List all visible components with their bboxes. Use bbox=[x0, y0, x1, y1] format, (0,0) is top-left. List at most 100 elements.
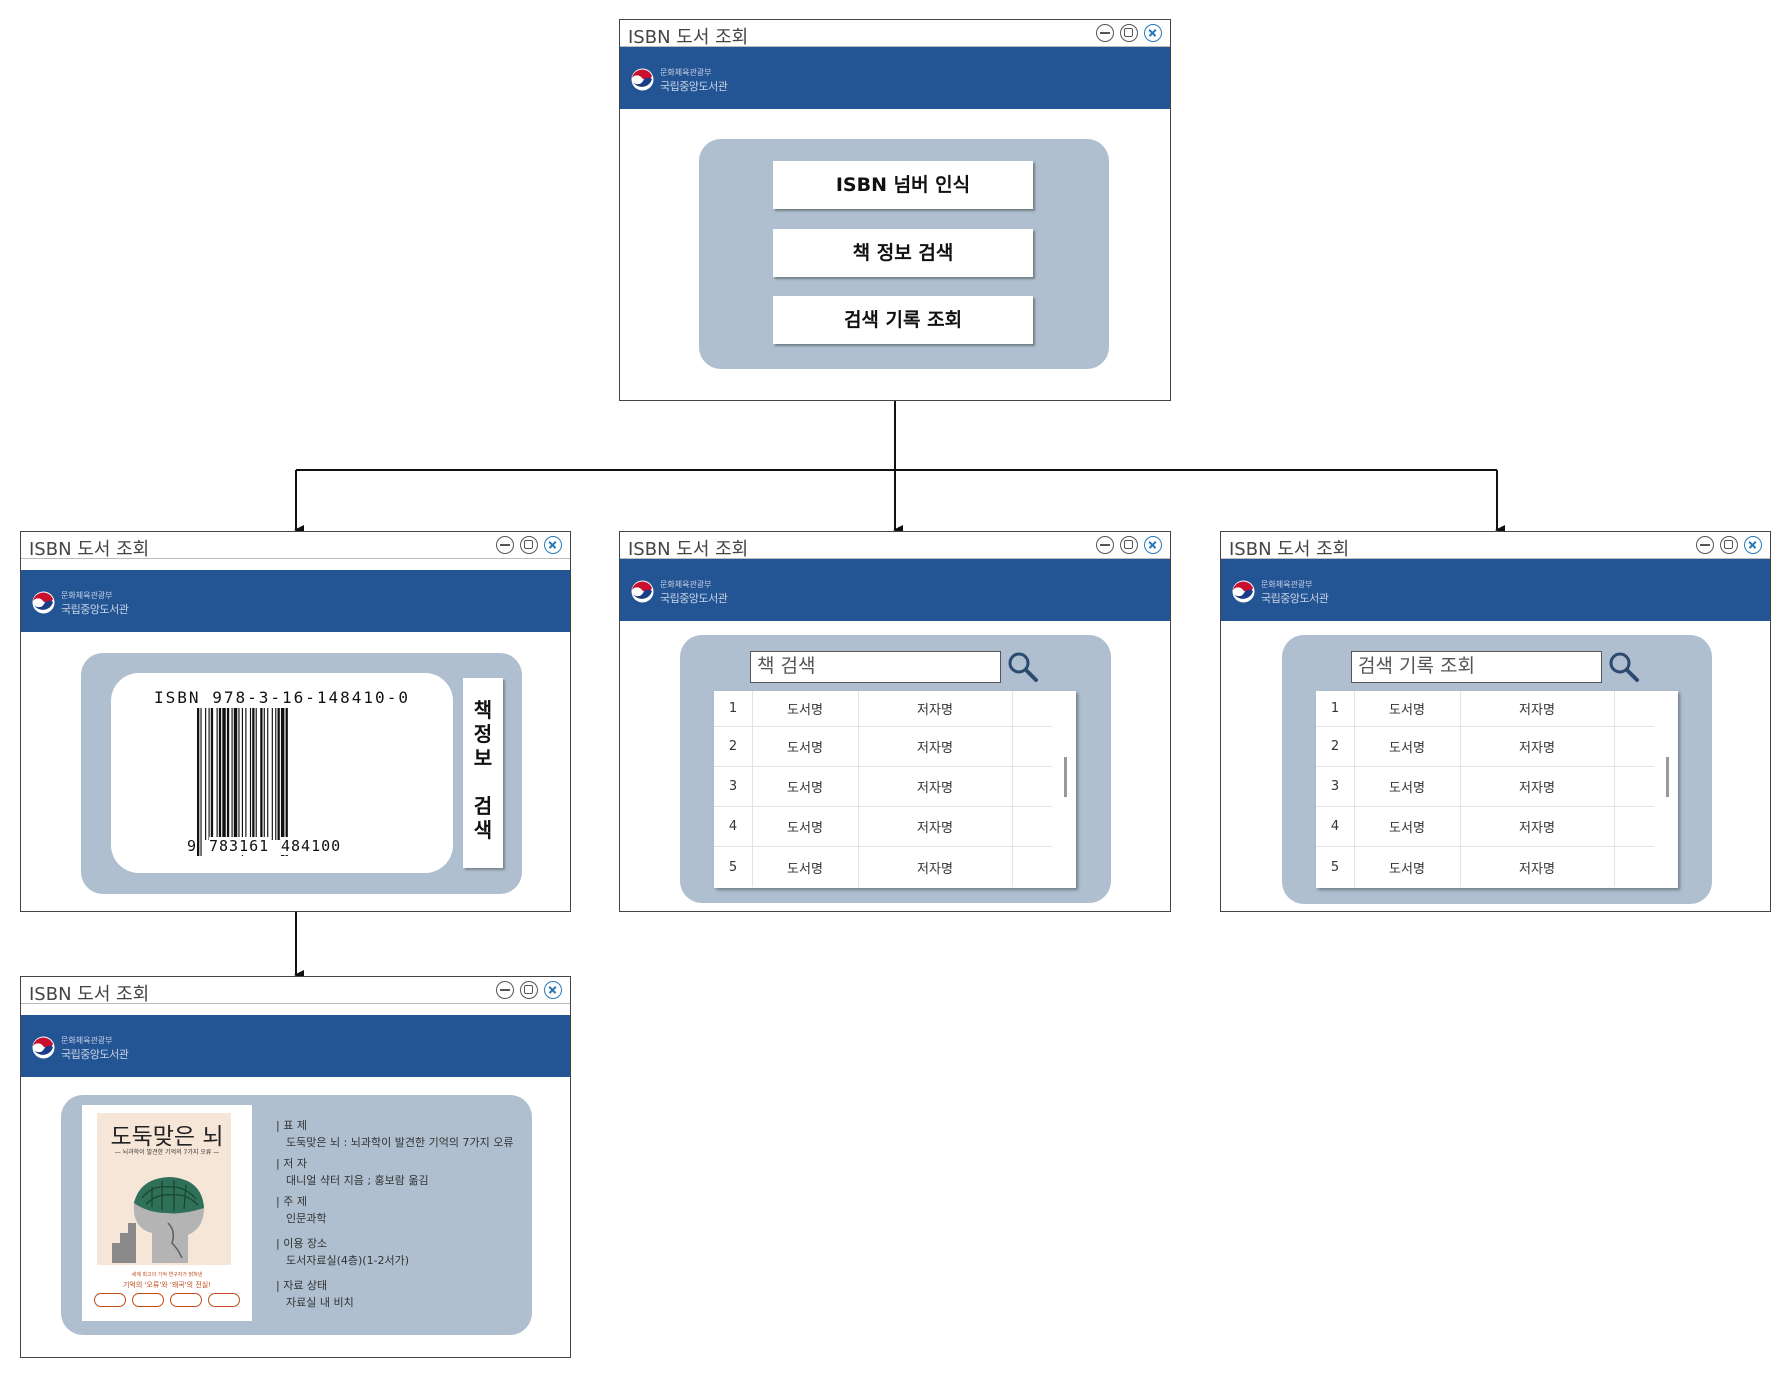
close-icon[interactable] bbox=[544, 536, 562, 554]
row-number: 3 bbox=[714, 767, 753, 806]
barcode-stripe bbox=[245, 708, 247, 840]
book-title-cell: 도서명 bbox=[1354, 807, 1461, 846]
field-label-subject: | 주 제 bbox=[276, 1195, 307, 1208]
button-char: 보 bbox=[473, 746, 493, 770]
header-banner: 문화체육관광부 국립중앙도서관 bbox=[21, 1015, 570, 1077]
window-title: ISBN 도서 조회 bbox=[1229, 539, 1350, 560]
maximize-icon[interactable] bbox=[1120, 536, 1138, 554]
book-search-button[interactable]: 책 정보 검색 bbox=[773, 229, 1033, 277]
title-bar: ISBN 도서 조회 bbox=[21, 532, 570, 560]
book-search-input[interactable]: 책 검색 bbox=[750, 651, 1001, 683]
scrollbar-thumb[interactable] bbox=[1064, 757, 1067, 797]
table-row[interactable]: 2 도서명 저자명 bbox=[1316, 727, 1654, 767]
header-banner: 문화체육관광부 국립중앙도서관 bbox=[620, 47, 1170, 109]
logo-library-text: 국립중앙도서관 bbox=[61, 1048, 129, 1061]
book-title-cell: 도서명 bbox=[752, 727, 859, 766]
button-char: 검 bbox=[473, 794, 493, 818]
barcode-stripe bbox=[218, 708, 222, 840]
minimize-icon[interactable] bbox=[496, 981, 514, 999]
barcode-stripe bbox=[205, 708, 207, 840]
search-icon[interactable] bbox=[1007, 651, 1039, 683]
barcode-stripe bbox=[277, 708, 280, 840]
taegeuk-logo-icon bbox=[32, 591, 55, 614]
barcode-stripe bbox=[267, 708, 269, 840]
barcode-stripe bbox=[263, 708, 265, 840]
row-number: 4 bbox=[714, 807, 753, 846]
table-row[interactable]: 4 도서명 저자명 bbox=[1316, 807, 1654, 847]
logo-ministry-text: 문화체육관광부 bbox=[660, 580, 712, 589]
field-value-location: 도서자료실(4층)(1-2서가) bbox=[286, 1254, 410, 1267]
close-icon[interactable] bbox=[1144, 536, 1162, 554]
table-row[interactable]: 3 도서명 저자명 bbox=[1316, 767, 1654, 807]
history-search-input[interactable]: 검색 기록 조회 bbox=[1351, 651, 1602, 683]
table-row[interactable]: 5 도서명 저자명 bbox=[714, 847, 1052, 887]
table-row[interactable]: 1 도서명 저자명 bbox=[1316, 691, 1654, 727]
minimize-icon[interactable] bbox=[1696, 536, 1714, 554]
button-char: 색 bbox=[473, 818, 493, 842]
table-row[interactable]: 4 도서명 저자명 bbox=[714, 807, 1052, 847]
barcode-stripe bbox=[280, 708, 285, 856]
book-detail-window: ISBN 도서 조회 문화체육관광부 국립중앙도서관 도둑맞은 뇌 — 뇌과학이… bbox=[20, 976, 571, 1358]
logo-library-text: 국립중앙도서관 bbox=[1261, 592, 1329, 605]
close-icon[interactable] bbox=[1744, 536, 1762, 554]
barcode-stripe bbox=[216, 708, 218, 840]
field-value-author: 대니얼 샥터 지음 ; 홍보람 옮김 bbox=[286, 1174, 429, 1187]
minimize-icon[interactable] bbox=[1096, 536, 1114, 554]
title-bar: ISBN 도서 조회 bbox=[620, 20, 1170, 48]
book-title-cell: 도서명 bbox=[1354, 767, 1461, 806]
title-bar: ISBN 도서 조회 bbox=[1221, 532, 1770, 560]
header-banner: 문화체육관광부 국립중앙도서관 bbox=[620, 559, 1170, 621]
close-icon[interactable] bbox=[544, 981, 562, 999]
barcode-stripe bbox=[255, 708, 257, 840]
barcode-digits-group2: 484100 bbox=[281, 837, 342, 855]
close-icon[interactable] bbox=[1144, 24, 1162, 42]
maximize-icon[interactable] bbox=[1120, 24, 1138, 42]
table-row[interactable]: 3 도서명 저자명 bbox=[714, 767, 1052, 807]
button-char: 책 bbox=[473, 698, 493, 722]
maximize-icon[interactable] bbox=[520, 981, 538, 999]
table-row[interactable]: 5 도서명 저자명 bbox=[1316, 847, 1654, 887]
field-value-title: 도둑맞은 뇌 : 뇌과학이 발견한 기억의 7가지 오류 bbox=[286, 1136, 514, 1149]
menu-panel: ISBN 넘버 인식 책 정보 검색 검색 기록 조회 bbox=[699, 139, 1109, 369]
library-logo: 문화체육관광부 국립중앙도서관 bbox=[630, 65, 740, 95]
minimize-icon[interactable] bbox=[496, 536, 514, 554]
book-title-cell: 도서명 bbox=[1354, 691, 1461, 726]
field-label-title: | 표 제 bbox=[276, 1119, 307, 1132]
barcode-digit-lead: 9 bbox=[187, 837, 197, 855]
barcode-window: ISBN 도서 조회 문화체육관광부 국립중앙도서관 ISBN 978-3-16… bbox=[20, 531, 571, 912]
scrollbar-thumb[interactable] bbox=[1666, 757, 1669, 797]
barcode-stripe bbox=[222, 708, 226, 840]
table-row[interactable]: 2 도서명 저자명 bbox=[714, 727, 1052, 767]
row-number: 5 bbox=[1316, 847, 1355, 887]
logo-library-text: 국립중앙도서관 bbox=[660, 80, 728, 93]
author-cell: 저자명 bbox=[858, 807, 1013, 846]
barcode-stripe bbox=[226, 708, 230, 840]
search-icon[interactable] bbox=[1608, 651, 1640, 683]
author-cell: 저자명 bbox=[858, 847, 1013, 887]
search-history-button[interactable]: 검색 기록 조회 bbox=[773, 296, 1033, 344]
barcode-image bbox=[197, 708, 288, 856]
window-title: ISBN 도서 조회 bbox=[628, 27, 749, 48]
field-label-status: | 자료 상태 bbox=[276, 1279, 328, 1292]
search-history-window: ISBN 도서 조회 문화체육관광부 국립중앙도서관 검색 기록 조회 1 도서… bbox=[1220, 531, 1771, 912]
barcode-stripe bbox=[233, 708, 238, 840]
isbn-number-text: ISBN 978-3-16-148410-0 bbox=[154, 688, 410, 707]
logo-ministry-text: 문화체육관광부 bbox=[660, 68, 712, 77]
taegeuk-logo-icon bbox=[631, 68, 654, 91]
barcode-panel: ISBN 978-3-16-148410-0 9 783161 484100 책… bbox=[81, 653, 522, 894]
main-menu-window: ISBN 도서 조회 문화체육관광부 국립중앙도서관 ISBN 넘버 인식 책 … bbox=[619, 19, 1171, 401]
minimize-icon[interactable] bbox=[1096, 24, 1114, 42]
isbn-recognition-button[interactable]: ISBN 넘버 인식 bbox=[773, 161, 1033, 209]
header-banner: 문화체육관광부 국립중앙도서관 bbox=[1221, 559, 1770, 621]
maximize-icon[interactable] bbox=[520, 536, 538, 554]
library-logo: 문화체육관광부 국립중앙도서관 bbox=[31, 588, 141, 618]
row-number: 4 bbox=[1316, 807, 1355, 846]
maximize-icon[interactable] bbox=[1720, 536, 1738, 554]
barcode-scan-area[interactable]: ISBN 978-3-16-148410-0 9 783161 484100 bbox=[111, 673, 453, 873]
barcode-stripe bbox=[231, 708, 233, 840]
window-title: ISBN 도서 조회 bbox=[628, 539, 749, 560]
cover-subtitle: — 뇌과학이 발견한 기억의 7가지 오류 — bbox=[114, 1149, 220, 1156]
book-info-search-button[interactable]: 책 정 보 검 색 bbox=[463, 678, 503, 868]
author-cell: 저자명 bbox=[1460, 847, 1615, 887]
table-row[interactable]: 1 도서명 저자명 bbox=[714, 691, 1052, 727]
